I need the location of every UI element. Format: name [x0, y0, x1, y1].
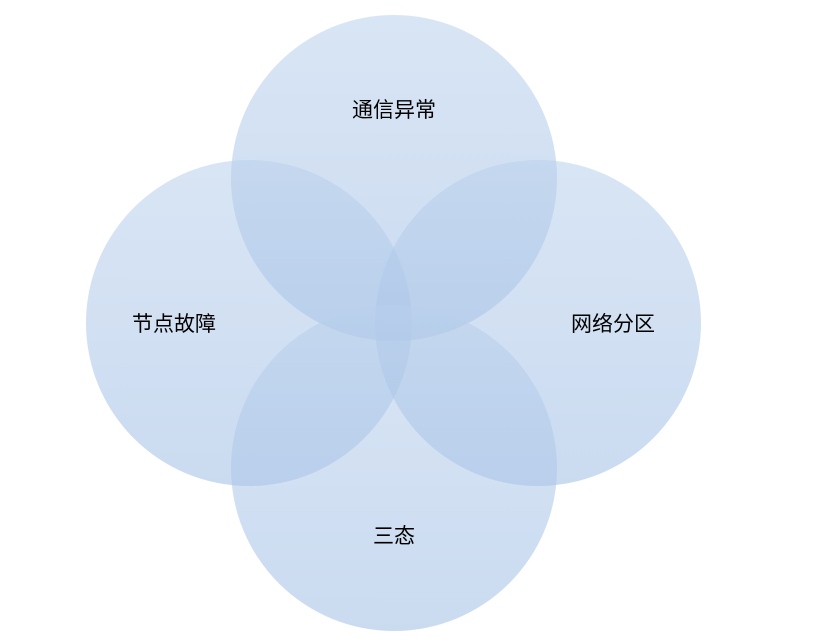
- label-left: 节点故障: [132, 312, 216, 336]
- label-top: 通信异常: [352, 98, 436, 122]
- label-right: 网络分区: [571, 312, 655, 336]
- circle-bottom: [231, 305, 557, 631]
- label-bottom: 三态: [373, 524, 415, 548]
